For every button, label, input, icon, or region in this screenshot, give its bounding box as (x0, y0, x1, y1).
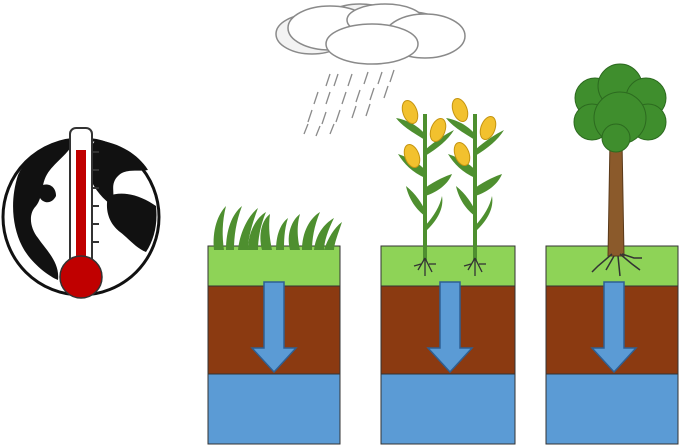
groundwater-layer (380, 373, 516, 445)
soil-column-grass (207, 206, 342, 445)
grass-layer (380, 245, 516, 287)
thermometer-bulb (59, 255, 103, 299)
rain-cloud-icon (275, 3, 466, 137)
continent-northeast (87, 140, 148, 204)
rain-streaks (303, 69, 395, 137)
continent-island (40, 184, 56, 203)
groundwater-layer (545, 373, 679, 445)
corn-plant-icon (396, 99, 454, 276)
corn-plant-icon (446, 97, 504, 276)
thermometer-ticks (92, 151, 99, 243)
tree-icon (573, 63, 667, 277)
infiltration-arrow (250, 281, 298, 374)
continent-east (106, 193, 157, 252)
soil-column-tree (545, 63, 679, 445)
infiltration-arrow (590, 281, 638, 374)
cloud-body (287, 3, 466, 65)
soil-column-corn (380, 97, 516, 445)
grass-icon (213, 206, 342, 250)
globe-with-thermometer-icon (1, 127, 161, 299)
continent-west (13, 139, 76, 280)
groundwater-layer (207, 373, 341, 445)
infiltration-arrow (426, 281, 474, 374)
grass-layer (207, 245, 341, 287)
thermometer-mercury (76, 150, 86, 270)
